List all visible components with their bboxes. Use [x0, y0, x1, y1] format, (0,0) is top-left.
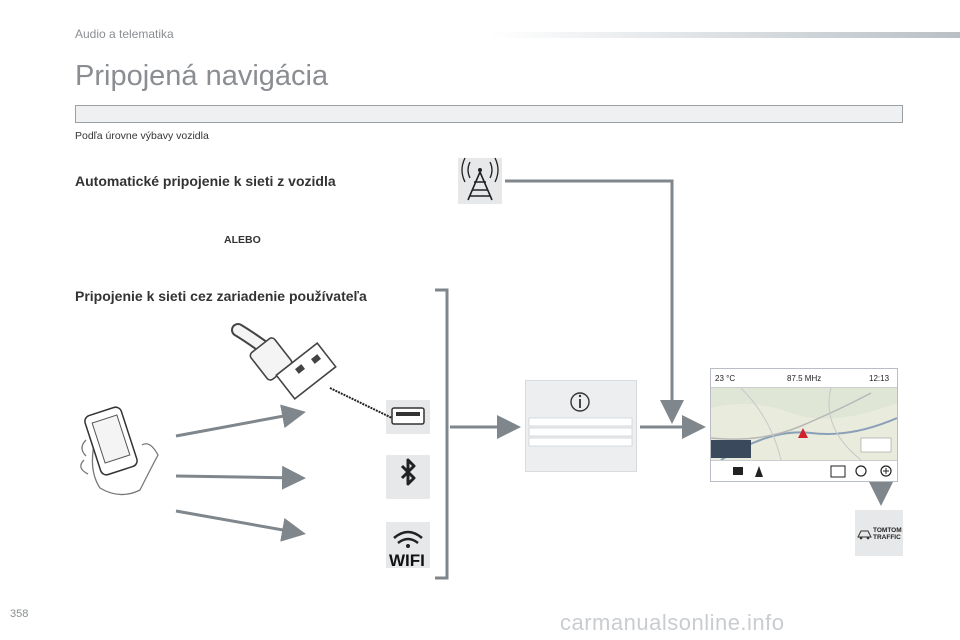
or-label: ALEBO: [224, 234, 261, 246]
info-lines: [528, 417, 633, 447]
screen-map: [711, 387, 897, 461]
smartphone-hand-icon: [80, 406, 159, 496]
info-icon: [570, 392, 590, 412]
watermark: carmanualsonline.info: [560, 610, 785, 635]
screen-time: 12:13: [869, 374, 890, 383]
phone-to-bluetooth-arrow: [175, 465, 306, 490]
phone-to-wifi-arrow: [175, 509, 306, 542]
tomtom-traffic-box: [855, 510, 903, 556]
phone-to-usb-arrow: [175, 404, 306, 438]
navigation-screen: 23 °C 87.5 MHz 12:13: [710, 368, 898, 482]
usb-cable-icon: [231, 323, 393, 419]
tomtom-car-icon: [857, 530, 872, 540]
bluetooth-icon: [400, 458, 416, 486]
screen-status-bar: 23 °C 87.5 MHz 12:13: [711, 369, 897, 388]
device-bracket: [435, 288, 449, 580]
screen-frequency: 87.5 MHz: [787, 374, 822, 383]
screen-toolbar: [711, 460, 897, 481]
page-title: Pripojená navigácia: [75, 60, 329, 92]
screen-temperature: 23 °C: [715, 374, 736, 383]
page-number: 358: [10, 608, 29, 620]
usb-port-icon: [391, 407, 425, 425]
section-label: Audio a telematika: [75, 27, 174, 41]
wifi-label: WIFI: [389, 551, 425, 570]
title-bar: [75, 105, 903, 123]
user-device-connection-heading: Pripojenie k sieti cez zariadenie použív…: [75, 288, 367, 304]
header-rule: [490, 32, 960, 38]
antenna-icon: [461, 157, 499, 201]
wifi-icon: WIFI: [389, 530, 425, 570]
trim-level-note: Podľa úrovne výbavy vozidla: [75, 130, 209, 142]
tomtom-traffic-label: TOMTOM TRAFFIC: [873, 527, 902, 541]
auto-connection-heading: Automatické pripojenie k sieti z vozidla: [75, 173, 336, 189]
antenna-to-screen-arrow: [505, 179, 684, 424]
